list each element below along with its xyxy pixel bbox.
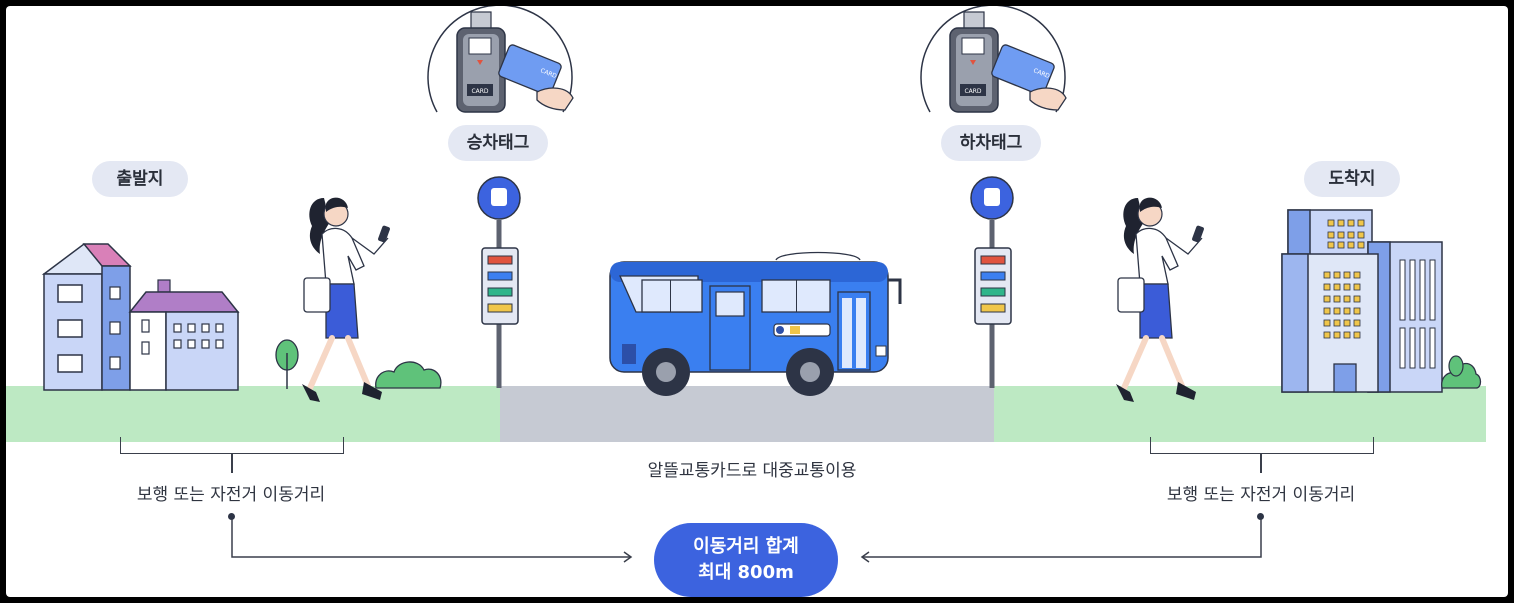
right-connector-dot [1257, 513, 1264, 520]
grass-left [6, 386, 500, 442]
bus-stop-sign-icon [970, 176, 1014, 388]
card-reader-icon: CARD CARD [427, 6, 574, 113]
transit-caption: 알뜰교통카드로 대중교통이용 [647, 461, 857, 481]
total-line-2: 최대 800m [698, 562, 794, 583]
bus-icon [609, 251, 902, 396]
tree-icon [275, 339, 299, 389]
road [500, 386, 994, 442]
boarding-tag-label: 승차태그 [448, 125, 548, 161]
office-building-icon [1281, 209, 1443, 393]
right-walk-bracket-stem [1260, 453, 1262, 473]
house-icon [41, 243, 240, 391]
svg-text:CARD: CARD [964, 88, 981, 95]
card-reader-icon: CARD CARD [920, 6, 1067, 113]
grass-right [994, 386, 1486, 442]
arrow-right-icon [231, 519, 633, 563]
walking-woman-icon [302, 197, 390, 402]
tree-icon [1441, 355, 1482, 389]
departure-label: 출발지 [92, 161, 188, 197]
total-distance-badge: 이동거리 합계 최대 800m [654, 523, 838, 597]
left-walk-bracket [120, 437, 344, 454]
arrival-label: 도착지 [1304, 161, 1400, 197]
arrow-left-icon [860, 519, 1262, 563]
left-walk-bracket-stem [231, 453, 233, 473]
diagram-canvas: 출발지 도착지 [6, 6, 1508, 597]
alighting-tag-label: 하차태그 [941, 125, 1041, 161]
walking-woman-icon [1116, 197, 1204, 402]
left-walk-caption: 보행 또는 자전거 이동거리 [136, 485, 326, 505]
right-walk-caption: 보행 또는 자전거 이동거리 [1166, 485, 1356, 505]
total-line-1: 이동거리 합계 [693, 536, 799, 557]
right-walk-bracket [1150, 437, 1374, 454]
bus-stop-sign-icon [477, 176, 521, 388]
reader-screen-text: CARD [471, 88, 488, 95]
bush-icon [375, 361, 442, 389]
left-connector-dot [228, 513, 235, 520]
